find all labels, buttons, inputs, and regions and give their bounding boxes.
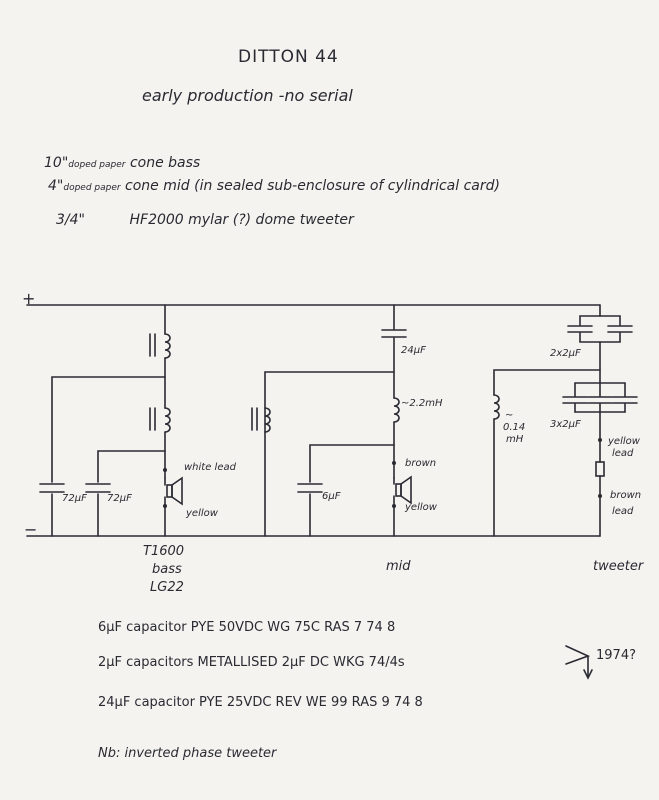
date-note: 1974? — [596, 648, 636, 663]
driver-tweeter-desc: HF2000 mylar (?) dome tweeter — [129, 212, 354, 228]
date-arrow-head — [583, 669, 593, 680]
tweeter-inductor-label-a: ~ — [505, 410, 514, 421]
plus-label: + — [22, 289, 36, 308]
minus-label: − — [24, 520, 38, 539]
bass-section-label: bass — [152, 562, 182, 577]
tweeter-cap-3x2-label: 3x2µF — [550, 419, 581, 430]
tweeter-section-label: tweeter — [593, 559, 644, 574]
note-6uf-capacitor: 6µF capacitor PYE 50VDC WG 75C RAS 7 74 … — [98, 620, 396, 635]
tweeter-yellow-label-a: yellow — [608, 436, 640, 447]
driver-tweeter-size: 3/4" — [56, 212, 85, 228]
bass-cap-72b-label: 72µF — [107, 493, 132, 504]
bass-white-lead-label: white lead — [184, 462, 236, 473]
page-subtitle: early production -no serial — [142, 86, 353, 105]
mid-section-label: mid — [386, 559, 411, 574]
tweeter-driver-symbol — [595, 461, 605, 477]
mid-cap-6-label: 6µF — [322, 491, 341, 502]
tweeter-brown-label-a: brown — [610, 490, 642, 501]
tweeter-inductor-label-b: 0.14 — [503, 422, 526, 433]
mid-inductor-2-2mh — [393, 397, 400, 423]
bass-cap-72a-label: 72µF — [62, 493, 87, 504]
bass-inductor-2 — [164, 407, 171, 433]
driver-bass-line: 10"doped paper cone bass — [44, 155, 200, 171]
bass-inductor-1 — [164, 333, 171, 359]
bass-section-driver: LG22 — [150, 580, 184, 595]
tweeter-section — [493, 304, 638, 537]
tweeter-brown-label-b: lead — [612, 506, 634, 517]
driver-mid-line: 4"doped paper cone mid (in sealed sub-en… — [48, 178, 500, 194]
date-bracket — [565, 645, 591, 665]
tweeter-yellow-label-b: lead — [612, 448, 634, 459]
mid-yellow-label: yellow — [405, 502, 437, 513]
bass-section — [39, 304, 183, 537]
mid-cap-24-label: 24µF — [401, 345, 426, 356]
driver-tweeter-line: 3/4" HF2000 mylar (?) dome tweeter — [56, 212, 354, 228]
driver-bass-size: 10" — [44, 155, 69, 171]
mid-brown-label: brown — [405, 458, 437, 469]
driver-bass-material: doped paper — [68, 160, 126, 170]
mid-shunt-inductor — [264, 407, 271, 433]
driver-mid-desc: cone mid (in sealed sub-enclosure of cyl… — [125, 178, 500, 194]
driver-bass-desc: cone bass — [129, 155, 201, 171]
bass-yellow-label: yellow — [186, 508, 218, 519]
note-24uf-capacitor: 24µF capacitor PYE 25VDC REV WE 99 RAS 9… — [98, 695, 423, 710]
tweeter-cap-2x2-label: 2x2µF — [550, 348, 581, 359]
note-2uf-capacitors: 2µF capacitors METALLISED 2µF DC WKG 74/… — [98, 655, 405, 670]
page-title: DITTON 44 — [238, 47, 339, 67]
bass-section-model: T1600 — [143, 544, 185, 559]
driver-mid-material: doped paper — [63, 183, 121, 193]
mid-section — [251, 304, 412, 537]
tweeter-inductor-0-14mh — [493, 394, 500, 420]
mid-inductor-label: ~2.2mH — [401, 398, 443, 409]
tweeter-inductor-label-c: mH — [506, 434, 524, 445]
driver-mid-size: 4" — [48, 178, 64, 194]
footnote: Nb: inverted phase tweeter — [98, 746, 277, 761]
